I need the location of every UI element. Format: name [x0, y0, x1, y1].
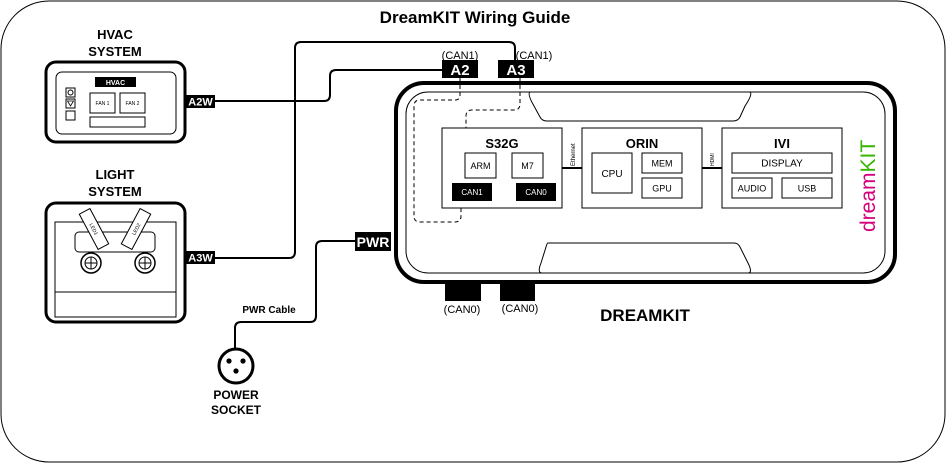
light-title-line2: SYSTEM	[88, 184, 141, 199]
ivi-title: IVI	[774, 136, 790, 151]
dreamkit-name: DREAMKIT	[600, 306, 690, 325]
dreamkit-logo: dreamKIT	[857, 140, 880, 232]
diagram-title: DreamKIT Wiring Guide	[380, 8, 571, 27]
power-socket: PWR Cable POWER SOCKET	[211, 305, 296, 417]
hvac-fan1-label: FAN 1	[96, 101, 110, 107]
hvac-port	[186, 95, 215, 108]
power-socket-icon	[217, 347, 255, 385]
s32g-m7	[511, 152, 544, 179]
hvac-fan2-label: FAN 2	[126, 101, 140, 107]
a2-can-label: (CAN1)	[442, 50, 479, 62]
wire-a2w-a2	[215, 69, 443, 102]
hvac-down-button	[65, 98, 76, 109]
hvac-panel-label: HVAC	[106, 80, 125, 87]
ivi-audio-label: AUDIO	[738, 184, 767, 194]
hvac-blank-button	[65, 110, 76, 121]
hvac-port-label: A2W	[188, 97, 213, 109]
power-socket-line1: POWER	[213, 388, 259, 402]
a3-label: A3	[506, 62, 525, 79]
can0-port-left	[445, 282, 481, 301]
hvac-fan2	[119, 92, 146, 114]
led1-label: LED1	[88, 223, 99, 237]
hvac-panel	[55, 71, 177, 135]
orin-title: ORIN	[626, 136, 659, 151]
dreamkit-unit: S32G ARM M7 CAN1 CAN0 Ethernet ORIN CPU …	[394, 78, 897, 325]
hvac-fan1	[89, 92, 116, 114]
pwr-port	[355, 232, 391, 251]
light-title-line1: LIGHT	[96, 167, 135, 182]
orin-cpu	[591, 152, 633, 194]
s32g-can1-label: CAN1	[461, 188, 483, 197]
dashed-can-a3	[465, 78, 521, 201]
hvac-power-button	[65, 87, 76, 98]
s32g-arm	[464, 152, 497, 179]
triangle-down-icon	[66, 100, 75, 107]
orin-gpu	[641, 177, 683, 199]
wires	[215, 41, 516, 349]
ivi-usb	[781, 177, 833, 199]
a2-connector	[442, 60, 478, 78]
wire-pwr-cable	[234, 240, 355, 349]
hvac-panel-header	[95, 77, 136, 87]
can0-port-right	[500, 282, 535, 301]
light-port-label: A3W	[188, 253, 213, 265]
hvac-display-bar	[89, 116, 146, 128]
a3-can-label: (CAN1)	[516, 50, 553, 62]
s32g-can1	[452, 183, 492, 201]
light-port	[186, 251, 215, 264]
pwr-cable-label: PWR Cable	[242, 305, 296, 316]
logo-dream-text: dream	[857, 172, 880, 232]
s32g-title: S32G	[485, 136, 518, 151]
s32g-m7-label: M7	[521, 161, 534, 171]
led2-label: LED2	[131, 222, 142, 236]
hvac-system: HVAC SYSTEM HVAC FAN 1 FAN 2 A2W	[44, 27, 215, 144]
light-panel-bottom	[54, 291, 177, 318]
s32g-can0	[516, 183, 556, 201]
ivi-audio	[731, 177, 773, 199]
ivi-display-label: DISPLAY	[761, 159, 803, 170]
led1: LED1	[78, 207, 110, 251]
ethernet-label: Ethernet	[571, 143, 577, 166]
top-connectors: (CAN1) A2 (CAN1) A3	[442, 50, 553, 79]
logo-kit-text: KIT	[857, 140, 880, 173]
light-bar	[74, 231, 156, 253]
ivi-display	[731, 152, 833, 174]
s32g-can0-label: CAN0	[525, 188, 547, 197]
orin-gpu-label: GPU	[652, 184, 672, 194]
can0-port-right-label: (CAN0)	[502, 303, 539, 315]
pwr-port-label: PWR	[357, 234, 390, 250]
orin-cpu-label: CPU	[601, 169, 622, 180]
wire-a3w-a3	[215, 41, 516, 259]
ivi-usb-label: USB	[798, 184, 817, 194]
top-vent	[528, 91, 752, 122]
orin-mem-label: MEM	[652, 159, 673, 169]
a3-connector	[498, 60, 534, 78]
hdmi-label: HDMI	[710, 153, 716, 166]
orin-mem	[641, 152, 683, 174]
can0-port-left-label: (CAN0)	[444, 304, 481, 316]
bottom-vent	[538, 242, 751, 274]
power-socket-line2: SOCKET	[211, 403, 262, 417]
dashed-can-a2	[413, 78, 462, 223]
light-system: LIGHT SYSTEM LED1 LED2 A3W	[44, 167, 215, 324]
led2: LED2	[120, 207, 152, 251]
hvac-power-icon	[67, 89, 74, 96]
s32g-arm-label: ARM	[471, 161, 491, 171]
a2-label: A2	[450, 62, 469, 79]
hvac-title-line1: HVAC	[97, 27, 133, 42]
hvac-title-line2: SYSTEM	[88, 44, 141, 59]
